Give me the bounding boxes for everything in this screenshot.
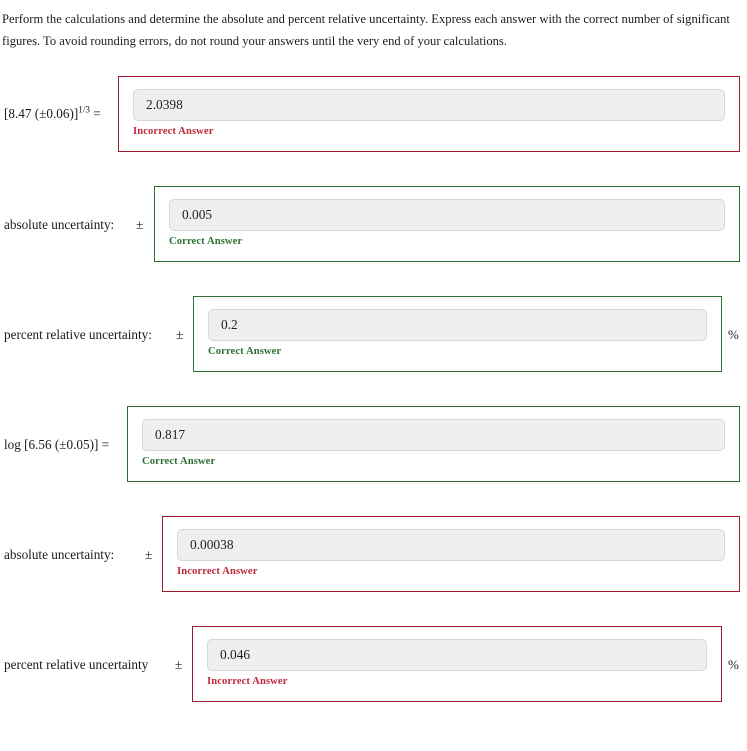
plus-minus-symbol: ± <box>136 217 144 232</box>
row-label-exponent: 1/3 <box>78 104 91 115</box>
row-label-text: [8.47 (±0.06)] <box>4 106 79 121</box>
row-label-cube-root-expression: [8.47 (±0.06)]1/3 = <box>4 105 101 123</box>
row-label-absolute-uncertainty-1: absolute uncertainty: <box>4 216 114 234</box>
row-label-text: percent relative uncertainty: <box>4 327 152 342</box>
row-label-percent-relative-uncertainty-2: percent relative uncertainty <box>4 656 148 674</box>
answer-input-percent-relative-uncertainty-2[interactable] <box>207 639 707 671</box>
answer-status-absolute-uncertainty-2: Incorrect Answer <box>177 566 258 577</box>
answer-input-absolute-uncertainty-1[interactable] <box>169 199 725 231</box>
answer-status-cube-root-expression: Incorrect Answer <box>133 126 214 137</box>
percent-symbol: % <box>728 657 739 672</box>
answer-box-absolute-uncertainty-2: Incorrect Answer <box>162 516 740 592</box>
question-row: absolute uncertainty: ± Incorrect Answer <box>0 516 747 626</box>
answer-input-log-expression[interactable] <box>142 419 725 451</box>
row-label-text: absolute uncertainty: <box>4 217 115 232</box>
row-label-suffix: = <box>90 106 101 121</box>
question-row: absolute uncertainty: ± Correct Answer <box>0 186 747 296</box>
question-row: [8.47 (±0.06)]1/3 = Incorrect Answer <box>0 76 747 186</box>
question-row: percent relative uncertainty ± Incorrect A… <box>0 626 747 736</box>
plus-minus-symbol: ± <box>176 327 184 342</box>
row-label-percent-relative-uncertainty-1: percent relative uncertainty: <box>4 326 152 344</box>
answer-box-percent-relative-uncertainty-2: Incorrect Answer <box>192 626 722 702</box>
answer-status-percent-relative-uncertainty-1: Correct Answer <box>208 346 282 357</box>
question-row: log [6.56 (±0.05)] = Correct Answer <box>0 406 747 516</box>
row-label-text: log [6.56 (±0.05)] = <box>4 437 110 452</box>
row-label-text: percent relative uncertainty <box>4 657 149 672</box>
answer-box-log-expression: Correct Answer <box>127 406 740 482</box>
answer-status-percent-relative-uncertainty-2: Incorrect Answer <box>207 676 288 687</box>
answer-input-percent-relative-uncertainty-1[interactable] <box>208 309 707 341</box>
row-label-log-expression: log [6.56 (±0.05)] = <box>4 436 109 454</box>
answer-status-absolute-uncertainty-1: Correct Answer <box>169 236 243 247</box>
plus-minus-symbol: ± <box>175 657 183 672</box>
answer-box-percent-relative-uncertainty-1: Correct Answer <box>193 296 722 372</box>
row-label-absolute-uncertainty-2: absolute uncertainty: <box>4 546 114 564</box>
answer-input-cube-root-expression[interactable] <box>133 89 725 121</box>
instructions-text: Perform the calculations and determine t… <box>2 12 730 48</box>
plus-minus-symbol: ± <box>145 547 153 562</box>
answer-status-log-expression: Correct Answer <box>142 456 216 467</box>
answer-input-absolute-uncertainty-2[interactable] <box>177 529 725 561</box>
answer-box-absolute-uncertainty-1: Correct Answer <box>154 186 740 262</box>
row-label-text: absolute uncertainty: <box>4 547 115 562</box>
question-row: percent relative uncertainty: ± Correct An… <box>0 296 747 406</box>
percent-symbol: % <box>728 327 739 342</box>
answer-box-cube-root-expression: Incorrect Answer <box>118 76 740 152</box>
